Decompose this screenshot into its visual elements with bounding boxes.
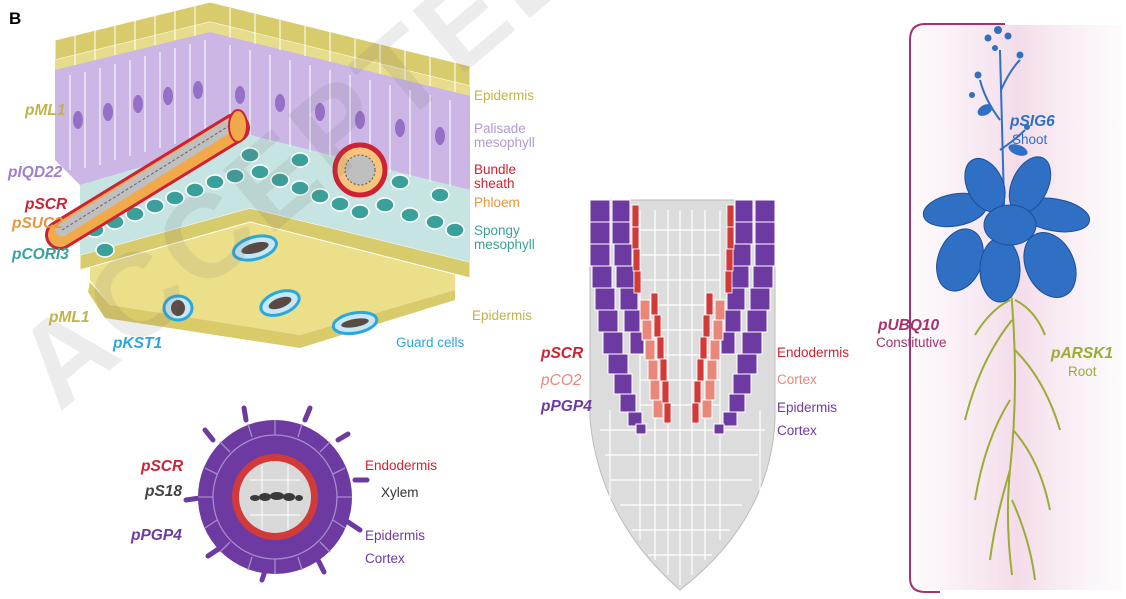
leaf-tissue-guard-cells: Guard cells bbox=[396, 336, 464, 350]
long-tissue-cortex2: Cortex bbox=[777, 424, 817, 438]
cross-promoter-s18: pS18 bbox=[145, 484, 182, 500]
whole-plant bbox=[910, 24, 1122, 592]
plant-promoter-sig6: pSIG6 bbox=[1010, 114, 1055, 130]
root-cross-section bbox=[186, 408, 367, 580]
long-tissue-endodermis: Endodermis bbox=[777, 346, 849, 360]
leaf-promoter-scr: pSCR bbox=[25, 197, 67, 213]
leaf-tissue-palisade: Palisade mesophyll bbox=[474, 122, 535, 150]
leaf-promoter-cori3: pCORI3 bbox=[12, 247, 69, 263]
plant-promoter-arsk1: pARSK1 bbox=[1051, 346, 1113, 362]
leaf-block bbox=[55, 2, 470, 348]
leaf-tissue-spongy: Spongy mesophyll bbox=[474, 224, 535, 252]
cross-promoter-pgp4: pPGP4 bbox=[131, 528, 182, 544]
leaf-tissue-epidermis-bottom: Epidermis bbox=[472, 309, 532, 323]
leaf-tissue-bundle-sheath: Bundle sheath bbox=[474, 163, 516, 191]
cross-tissue-endodermis: Endodermis bbox=[365, 459, 437, 473]
leaf-promoter-ml1-bottom: pML1 bbox=[49, 310, 89, 326]
leaf-promoter-ml1-top: pML1 bbox=[25, 103, 65, 119]
bundle-sheath-circle bbox=[335, 145, 385, 195]
plant-label-root: Root bbox=[1068, 365, 1097, 379]
long-promoter-scr: pSCR bbox=[541, 346, 583, 362]
root-longitudinal bbox=[590, 200, 775, 590]
plant-label-constitutive: Constitutive bbox=[876, 336, 947, 350]
cross-tissue-cortex: Cortex bbox=[365, 552, 405, 566]
cross-promoter-scr: pSCR bbox=[141, 459, 183, 475]
long-tissue-cortex: Cortex bbox=[777, 373, 817, 387]
leaf-tissue-phloem: Phloem bbox=[474, 196, 520, 210]
cross-tissue-epidermis: Epidermis bbox=[365, 529, 425, 543]
panel-letter: B bbox=[9, 10, 21, 28]
long-promoter-pgp4: pPGP4 bbox=[541, 399, 592, 415]
leaf-tissue-epidermis-top: Epidermis bbox=[474, 89, 534, 103]
plant-promoter-ubq10: pUBQ10 bbox=[878, 318, 939, 334]
cross-tissue-xylem: Xylem bbox=[381, 486, 419, 500]
leaf-promoter-iqd22: pIQD22 bbox=[8, 165, 62, 181]
leaf-promoter-kst1: pKST1 bbox=[113, 336, 162, 352]
long-tissue-epidermis: Epidermis bbox=[777, 401, 837, 415]
plant-label-shoot: Shoot bbox=[1012, 133, 1047, 147]
long-promoter-co2: pCO2 bbox=[541, 373, 582, 389]
leaf-promoter-suc2: pSUC2 bbox=[12, 216, 63, 232]
